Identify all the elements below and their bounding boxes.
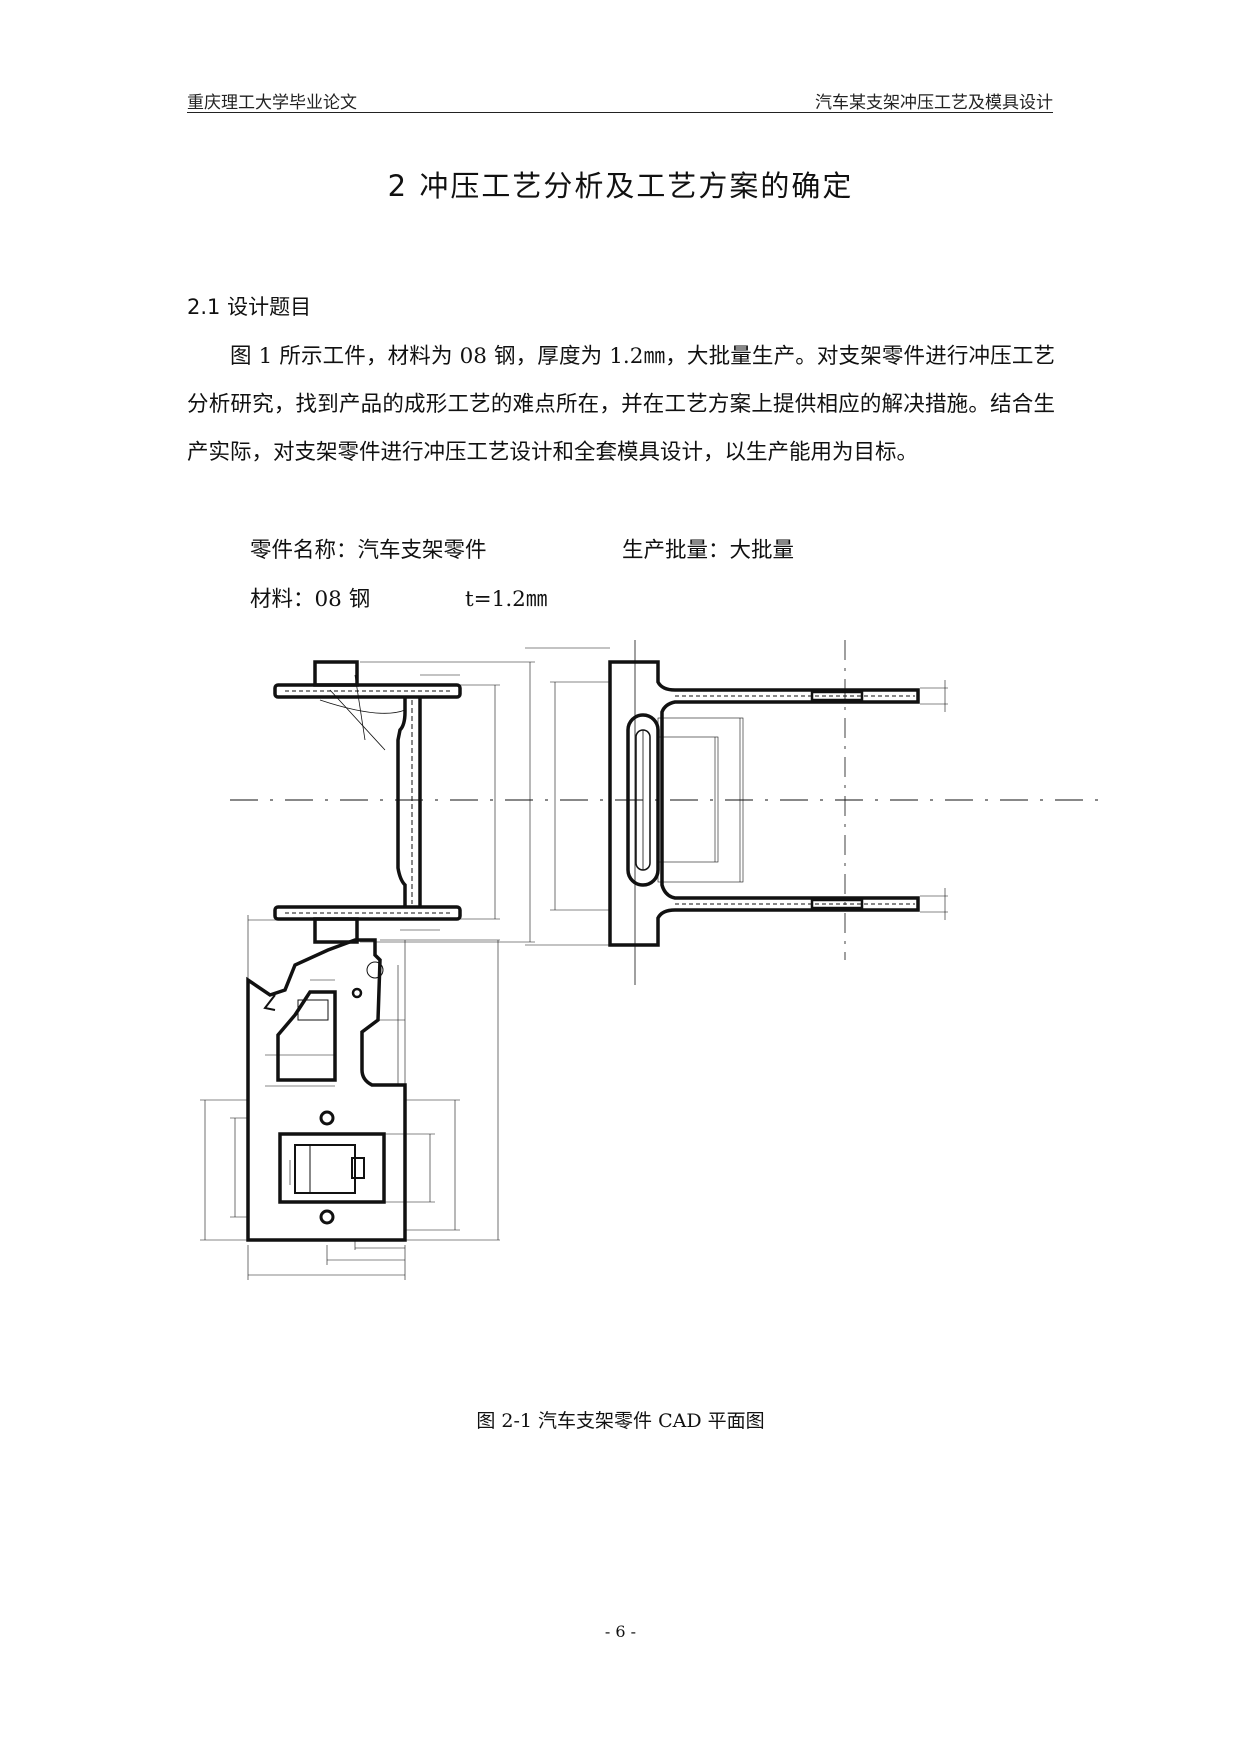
- part-thickness: t=1.2㎜: [465, 587, 548, 612]
- figure-caption: 图 2-1 汽车支架零件 CAD 平面图: [476, 1410, 765, 1432]
- header-thesis-title: 汽车某支架冲压工艺及模具设计: [815, 93, 1053, 113]
- header-university: 重庆理工大学毕业论文: [187, 93, 357, 113]
- part-material: 材料：08 钢: [250, 587, 371, 612]
- side-view: [525, 640, 948, 985]
- front-view: [273, 660, 535, 944]
- part-name: 零件名称：汽车支架零件: [250, 538, 487, 563]
- body-paragraph: 图 1 所示工件，材料为 08 钢，厚度为 1.2㎜，大批量生产。对支架零件进行…: [187, 344, 1055, 465]
- production-batch: 生产批量：大批量: [622, 538, 795, 563]
- page-header: 重庆理工大学毕业论文 汽车某支架冲压工艺及模具设计: [187, 88, 1053, 113]
- top-view: [200, 915, 500, 1280]
- cad-drawing: [200, 640, 1110, 1280]
- chapter-title: 2 冲压工艺分析及工艺方案的确定: [387, 169, 854, 203]
- page-number: - 6 -: [604, 1622, 637, 1641]
- section-title: 2.1 设计题目: [187, 295, 312, 319]
